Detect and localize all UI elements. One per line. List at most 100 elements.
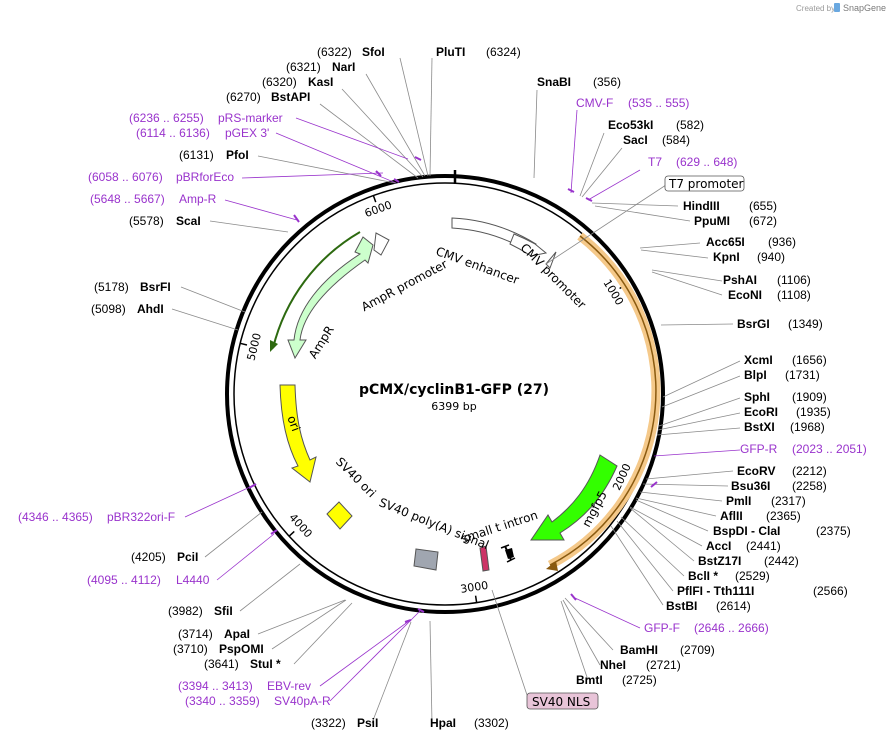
site-pos: (1935) bbox=[796, 405, 831, 419]
primer-label: L4440 bbox=[176, 573, 210, 587]
site-label: BlpI bbox=[744, 368, 767, 382]
site-pos: (1108) bbox=[777, 288, 811, 302]
primer-pos: (2646 .. 2666) bbox=[694, 621, 769, 635]
site-pos: (1349) bbox=[788, 317, 823, 331]
primer-label: pBRforEco bbox=[176, 170, 234, 184]
site-label: PsiI bbox=[357, 716, 378, 730]
site-pos: (3302) bbox=[474, 716, 509, 730]
site-pos: (1731) bbox=[785, 368, 820, 382]
site-label: ScaI bbox=[176, 214, 201, 228]
primer-label: pGEX 3' bbox=[225, 126, 269, 140]
small-t-intron-label: small t intron bbox=[460, 508, 540, 546]
ori-label: ori bbox=[284, 414, 302, 433]
site-label: KasI bbox=[308, 75, 333, 89]
site-label: EcoRI bbox=[744, 405, 778, 419]
site-label: NheI bbox=[600, 658, 626, 672]
primer-label: Amp-R bbox=[179, 192, 217, 206]
leader-lines bbox=[171, 57, 741, 724]
site-label: SfiI bbox=[214, 604, 233, 618]
site-label: StuI * bbox=[250, 657, 281, 671]
primer-label: EBV-rev bbox=[267, 679, 311, 693]
site-pos: (672) bbox=[749, 214, 777, 228]
tick-mark bbox=[372, 195, 377, 203]
tick-label: 5000 bbox=[245, 332, 264, 362]
site-label: Eco53kI bbox=[608, 118, 653, 132]
t7-promoter-label: T7 promoter bbox=[668, 177, 744, 191]
site-label: PciI bbox=[177, 550, 198, 564]
site-label: XcmI bbox=[744, 353, 773, 367]
site-label: NarI bbox=[332, 60, 355, 74]
site-pos: (2375) bbox=[816, 524, 851, 538]
site-pos: (2529) bbox=[735, 569, 770, 583]
site-label: HpaI bbox=[430, 716, 456, 730]
site-pos: (2365) bbox=[766, 509, 801, 523]
site-label: BsrFI bbox=[140, 280, 171, 294]
site-label: SfoI bbox=[362, 45, 385, 59]
nls-marker bbox=[479, 545, 490, 572]
cyclin-orf-line bbox=[549, 235, 657, 566]
site-label: PfoI bbox=[226, 148, 249, 162]
site-label: BsrGI bbox=[737, 317, 770, 331]
site-label: BstBI bbox=[666, 599, 697, 613]
t7-promoter-box bbox=[664, 175, 745, 192]
site-label: KpnI bbox=[713, 250, 740, 264]
sv40-ori-label: SV40 ori bbox=[333, 455, 379, 501]
site-pos: (3710) bbox=[173, 642, 208, 656]
site-label: ApaI bbox=[224, 627, 250, 641]
tick-mark bbox=[239, 342, 248, 346]
credit-brand: SnapGene bbox=[843, 3, 886, 13]
tick-label: 4000 bbox=[286, 511, 314, 540]
primer-pos: (4095 .. 4112) bbox=[87, 573, 161, 587]
site-pos: (6324) bbox=[486, 45, 521, 59]
left-site-labels: (6322) SfoI PluTI (6324) (6321) NarI (63… bbox=[18, 45, 521, 730]
site-label: SnaBI bbox=[537, 75, 571, 89]
primer-label: SV40pA-R bbox=[274, 694, 331, 708]
site-pos: (3322) bbox=[311, 716, 346, 730]
site-pos: (2442) bbox=[764, 554, 799, 568]
small-t-intron-mark bbox=[505, 548, 514, 559]
t7-promoter-arrow bbox=[545, 251, 557, 269]
site-pos: (940) bbox=[757, 250, 785, 264]
site-label: BamHI bbox=[620, 643, 658, 657]
site-pos: (6321) bbox=[286, 60, 321, 74]
primer-pos: (2023 .. 2051) bbox=[792, 442, 867, 456]
small-t-intron-cap1 bbox=[500, 544, 510, 549]
primer-label: GFP-F bbox=[644, 621, 680, 635]
tick-mark bbox=[288, 530, 295, 537]
tick-mark bbox=[474, 595, 478, 603]
site-pos: (936) bbox=[768, 235, 796, 249]
site-pos: (3641) bbox=[204, 657, 239, 671]
primer-pos: (629 .. 648) bbox=[676, 155, 737, 169]
sv40-nls-box bbox=[526, 692, 599, 710]
site-pos: (5098) bbox=[91, 302, 126, 316]
primer-pos: (5648 .. 5667) bbox=[90, 192, 165, 206]
site-pos: (2614) bbox=[716, 599, 751, 613]
sv40-ori-box bbox=[326, 501, 353, 530]
site-label: EcoRV bbox=[737, 464, 775, 478]
ampr-promoter-box bbox=[373, 232, 390, 256]
site-pos: (2212) bbox=[792, 464, 827, 478]
primer-marks bbox=[248, 156, 658, 623]
sv40-polya-box bbox=[413, 548, 439, 571]
tick-label: 3000 bbox=[459, 579, 489, 596]
site-pos: (6270) bbox=[226, 90, 261, 104]
ampr-promoter-line bbox=[272, 231, 361, 349]
site-label: AflII bbox=[720, 509, 743, 523]
site-pos: (582) bbox=[676, 118, 704, 132]
site-pos: (1656) bbox=[792, 353, 827, 367]
site-label: SphI bbox=[744, 390, 770, 404]
primer-label: CMV-F bbox=[576, 96, 613, 110]
site-pos: (1106) bbox=[777, 273, 811, 287]
site-pos: (584) bbox=[662, 133, 690, 147]
site-pos: (6131) bbox=[179, 148, 214, 162]
site-pos: (6320) bbox=[262, 75, 297, 89]
site-label: SacI bbox=[623, 133, 648, 147]
site-pos: (655) bbox=[749, 199, 777, 213]
site-pos: (2721) bbox=[646, 658, 681, 672]
primer-pos: (6236 .. 6255) bbox=[129, 111, 204, 125]
primer-label: GFP-R bbox=[740, 442, 778, 456]
site-label: AhdI bbox=[137, 302, 164, 316]
primer-pos: (6058 .. 6076) bbox=[88, 170, 163, 184]
site-label: PflFI - Tth111I bbox=[677, 584, 754, 598]
site-pos: (2725) bbox=[622, 673, 657, 687]
